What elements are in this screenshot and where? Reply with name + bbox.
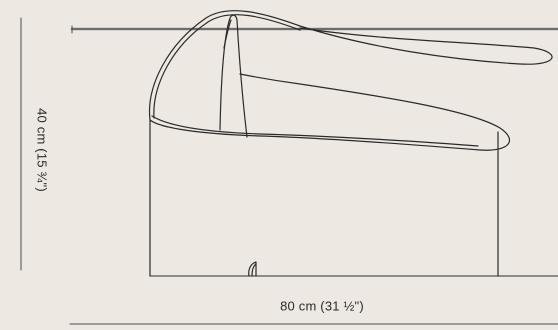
height-dimension-label: 40 cm (15 ¾") [34, 108, 50, 192]
width-dimension-label: 80 cm (31 ½") [280, 298, 364, 314]
back-fin [219, 14, 248, 138]
tabletop [70, 25, 558, 34]
foot-detail [248, 261, 257, 277]
curl-shell [148, 10, 553, 277]
